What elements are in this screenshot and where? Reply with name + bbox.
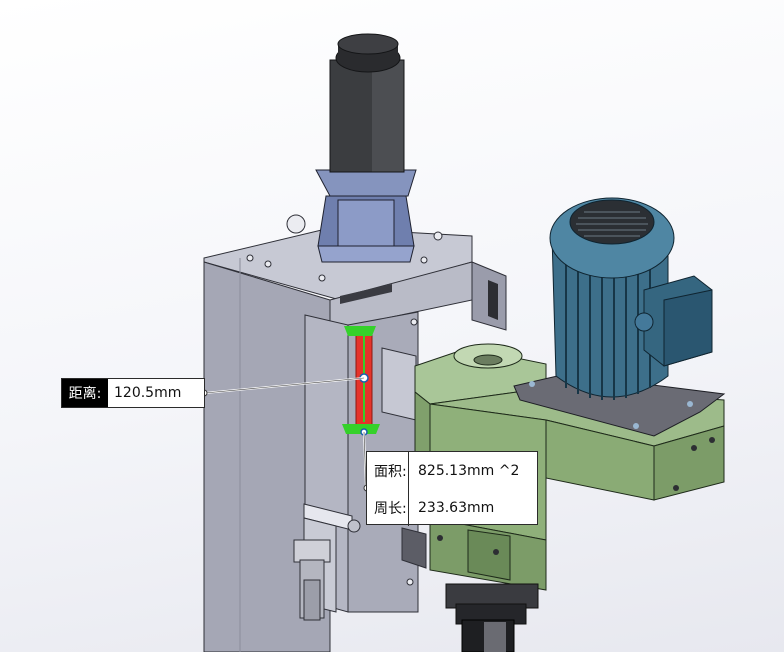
- area-perimeter-callout[interactable]: 面积: 825.13mm ^2 周长: 233.63mm: [366, 451, 538, 526]
- perimeter-value: 233.63mm: [418, 499, 495, 516]
- perimeter-label: 周长:: [367, 489, 409, 526]
- area-value: 825.13mm ^2: [418, 462, 520, 479]
- distance-label: 距离:: [62, 379, 108, 407]
- callout-leaders: [200, 377, 371, 492]
- area-label: 面积:: [367, 452, 409, 489]
- distance-value: 120.5mm: [114, 385, 182, 401]
- area-row: 面积: 825.13mm ^2: [367, 452, 537, 489]
- spindle-nose[interactable]: [445, 583, 539, 652]
- distance-callout[interactable]: 距离: 120.5mm: [61, 378, 205, 408]
- servo-motor[interactable]: [315, 33, 417, 263]
- ac-motor[interactable]: [549, 197, 713, 400]
- perimeter-row: 周长: 233.63mm: [367, 489, 537, 526]
- sensor-bracket[interactable]: [293, 503, 361, 621]
